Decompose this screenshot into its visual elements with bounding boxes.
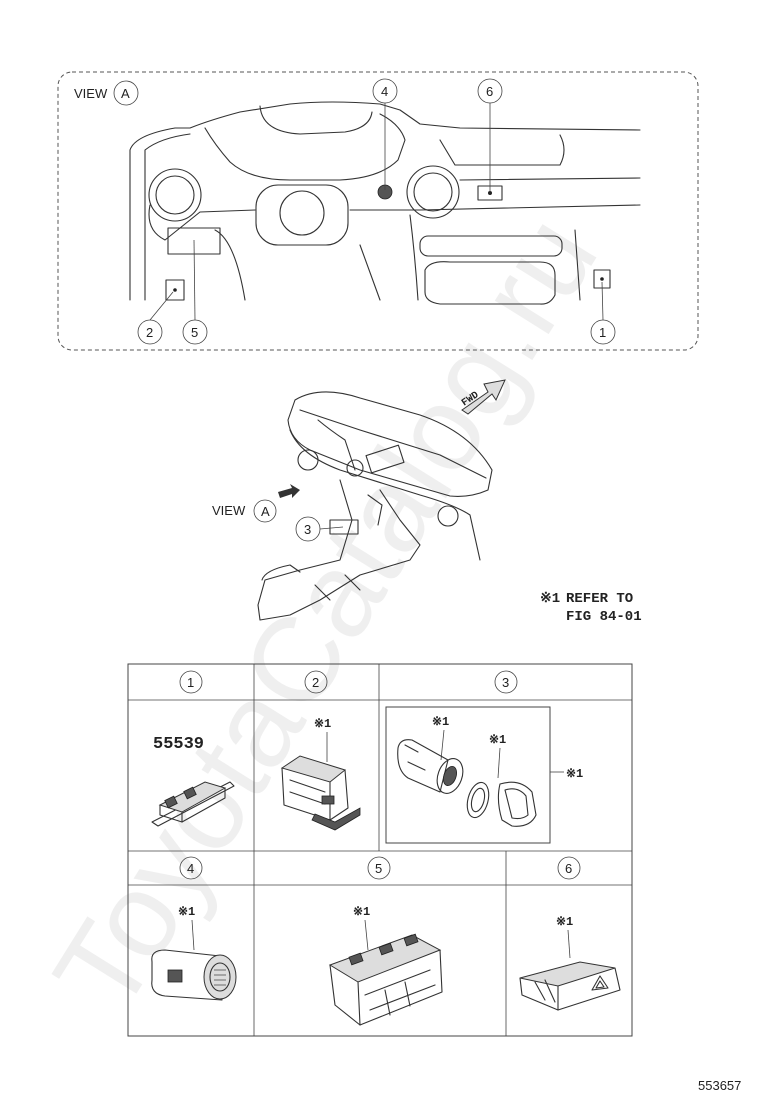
dashboard-assembly-drawing [257, 391, 493, 621]
view-a-arrow-label: VIEW [212, 503, 246, 518]
ref-mark-6: ※1 [556, 915, 573, 929]
part-2-switch [280, 755, 361, 831]
ref-mark-3a: ※1 [432, 715, 449, 729]
part-5-switch-panel [328, 933, 443, 1026]
table-header-5: 5 [367, 856, 391, 880]
part-3-group-box [385, 706, 551, 844]
part-6-hazard-switch [519, 961, 621, 1011]
svg-text:2: 2 [146, 325, 153, 340]
ref-mark-2: ※1 [314, 717, 331, 731]
ref-mark-4: ※1 [178, 905, 195, 919]
svg-text:2: 2 [312, 675, 319, 690]
callout-2: 2 [137, 319, 163, 345]
callout-4: 4 [372, 78, 398, 104]
svg-text:4: 4 [381, 84, 388, 99]
table-header-2: 2 [304, 670, 328, 694]
reference-note: ※1 REFER TO FIG 84-01 [540, 591, 642, 625]
view-arrow [278, 484, 300, 498]
view-a-letter: A [121, 86, 130, 101]
part-number: 55539 [153, 735, 204, 754]
callout-5: 5 [182, 319, 208, 345]
svg-text:3: 3 [502, 675, 509, 690]
svg-text:4: 4 [187, 861, 194, 876]
ref-mark-5: ※1 [353, 905, 370, 919]
watermark: ToyotaCatalog.ru [28, 193, 622, 1033]
callout-1: 1 [590, 319, 616, 345]
top-leaders [149, 103, 604, 321]
view-a-letter-circle [113, 80, 139, 106]
svg-text:6: 6 [565, 861, 572, 876]
figure-number: 553657 [698, 1078, 741, 1093]
note-mark: ※1 [540, 591, 560, 607]
table-header-1: 1 [179, 670, 203, 694]
table-header-4: 4 [179, 856, 203, 880]
view-a-arrow-letter: A [261, 504, 270, 519]
view-a-frame [57, 71, 699, 351]
note-line1: REFER TO [566, 591, 633, 607]
view-a-label: VIEW [74, 86, 108, 101]
svg-text:5: 5 [191, 325, 198, 340]
parts-table [127, 663, 633, 1037]
svg-text:1: 1 [599, 325, 606, 340]
view-a-arrow-circle [253, 499, 277, 523]
ref-mark-3b: ※1 [489, 733, 506, 747]
table-header-3: 3 [494, 670, 518, 694]
dashboard-drawing [129, 101, 641, 305]
svg-text:5: 5 [375, 861, 382, 876]
svg-text:6: 6 [486, 84, 493, 99]
part-1-switch [151, 781, 235, 827]
note-line2: FIG 84-01 [566, 609, 642, 625]
part-3-socket [397, 739, 537, 827]
part-4-button [151, 949, 237, 1001]
table-header-6: 6 [557, 856, 581, 880]
callout-6: 6 [477, 78, 503, 104]
svg-text:1: 1 [187, 675, 194, 690]
ref-mark-3c: ※1 [566, 767, 583, 781]
svg-text:3: 3 [304, 522, 311, 537]
callout-3: 3 [295, 516, 344, 542]
